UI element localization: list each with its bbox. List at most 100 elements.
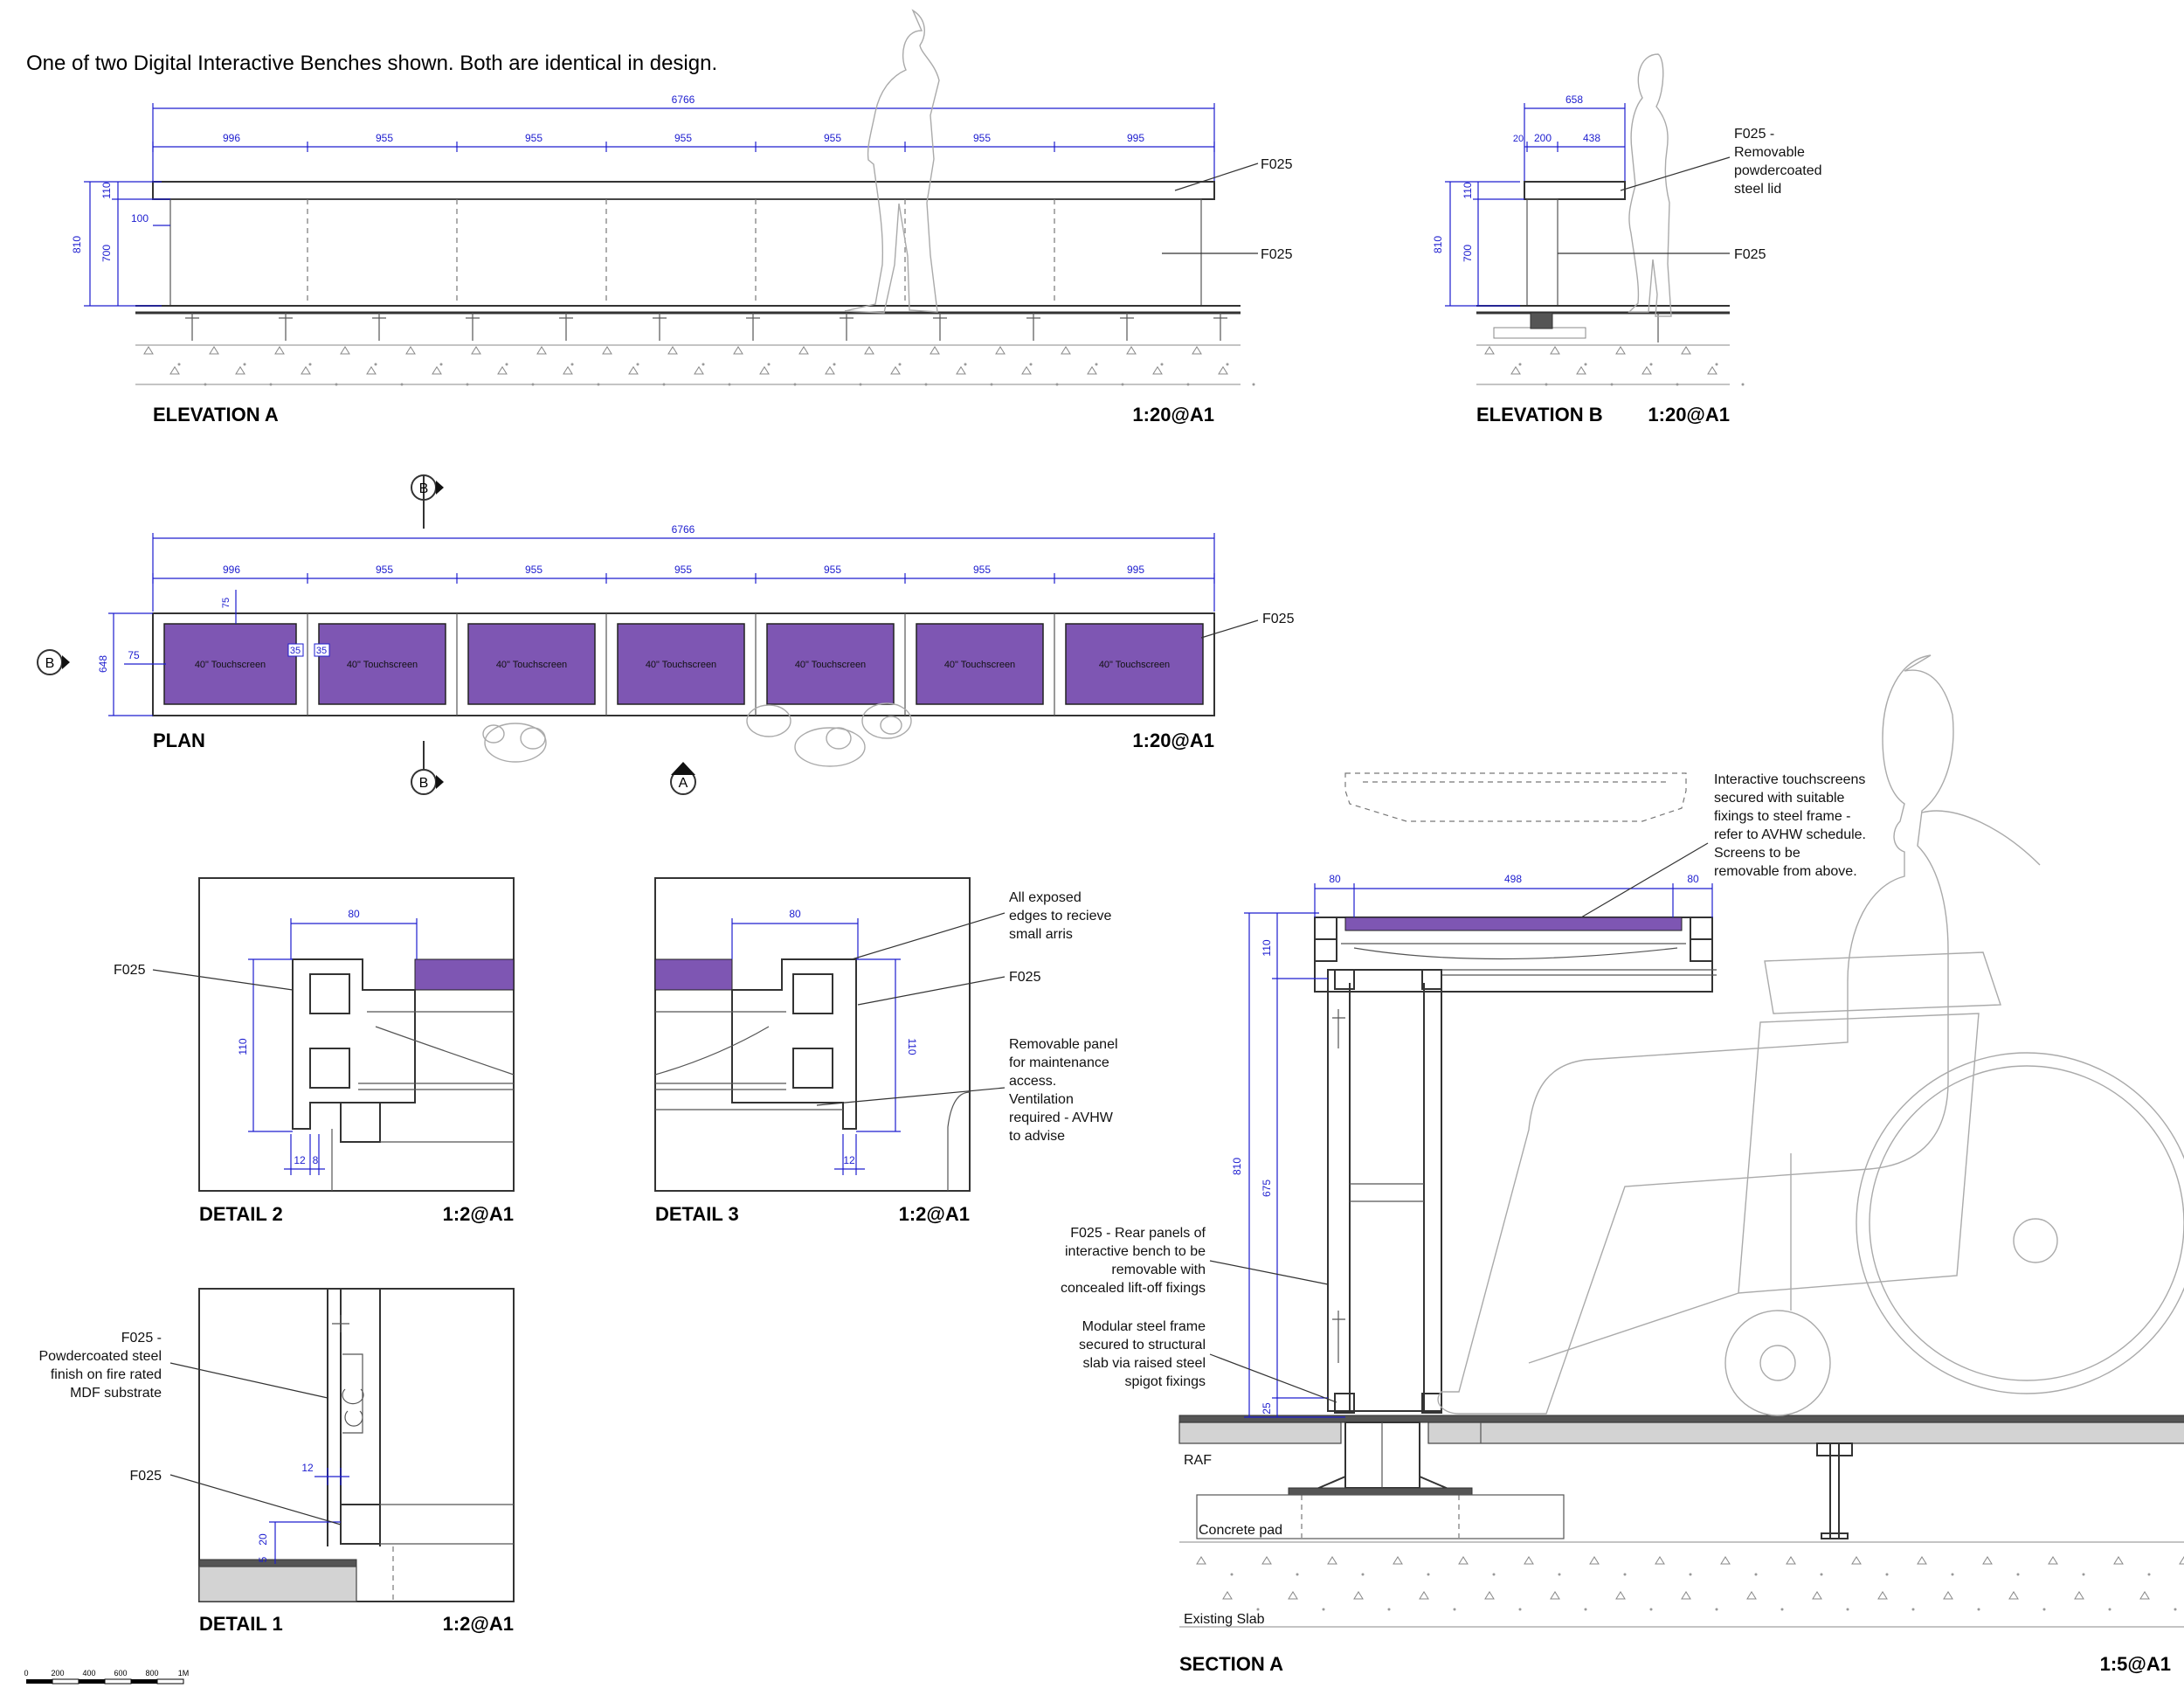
elev-b-overall: 658: [1565, 93, 1583, 106]
gravel-mark: [628, 366, 639, 375]
section-a-frame-3: slab via raised steel: [1082, 1356, 1206, 1371]
gravel-mark: [2074, 1591, 2084, 1600]
section-a-height-base: 25: [1261, 1402, 1273, 1415]
plan-depth: 648: [97, 655, 109, 673]
gravel-dot: [1518, 1608, 1522, 1611]
detail-1-title: DETAIL 1: [199, 1613, 283, 1635]
gravel-dot: [2108, 1608, 2111, 1611]
section-a: 80 498 80 810 110 675 25 Interactive tou…: [1061, 654, 2184, 1675]
gravel-mark: [667, 346, 678, 355]
section-a-frame-4: spigot fixings: [1125, 1374, 1206, 1389]
gravel-dot: [1230, 1573, 1234, 1576]
detail-1-scale: 1:2@A1: [443, 1613, 514, 1635]
gravel-dot: [204, 383, 207, 386]
touchscreen-label-7: 40" Touchscreen: [1099, 660, 1170, 670]
gravel-mark: [1812, 1591, 1822, 1600]
touchscreen-label-1: 40" Touchscreen: [195, 660, 266, 670]
touchscreen-label-5: 40" Touchscreen: [795, 660, 866, 670]
plan-seg-1: 996: [223, 564, 240, 576]
gravel-mark: [2008, 1591, 2019, 1600]
detail-1-d-a: 12: [301, 1462, 314, 1474]
gravel-mark: [1192, 346, 1202, 355]
detail-3-panel-3: access.: [1009, 1074, 1056, 1089]
svg-text:B: B: [419, 481, 429, 496]
gravel-dot: [466, 383, 469, 386]
gravel-mark: [1484, 1591, 1495, 1600]
svg-text:B: B: [419, 776, 429, 791]
section-marker-b-left: B: [37, 649, 70, 675]
gravel-mark: [1877, 1591, 1888, 1600]
gravel-mark: [536, 346, 547, 355]
gravel-mark: [602, 346, 612, 355]
gravel-mark: [890, 366, 901, 375]
gravel-dot: [1649, 363, 1653, 366]
scale-bar-200: 200: [51, 1669, 64, 1678]
elevation-a: 6766 996 955 955 955 955 955 995 810 110…: [71, 9, 1293, 425]
gravel-mark: [301, 366, 311, 375]
touchscreen-label-3: 40" Touchscreen: [496, 660, 567, 670]
gravel-mark: [563, 366, 573, 375]
plan-people-figures: [482, 702, 912, 767]
svg-text:B: B: [45, 656, 55, 671]
scale-bar-800: 800: [145, 1669, 158, 1678]
gravel-dot: [2082, 1573, 2085, 1576]
section-a-slab-label: Existing Slab: [1184, 1612, 1265, 1627]
plan-overall-dim: 6766: [672, 523, 695, 536]
section-marker-b-bottom: B: [411, 741, 444, 795]
detail-1-tag: F025: [130, 1469, 162, 1484]
gravel-dot: [1846, 1608, 1849, 1611]
plan-seg-4: 955: [674, 564, 692, 576]
gravel-mark: [405, 346, 416, 355]
gravel-dot: [400, 383, 404, 386]
gravel-dot: [728, 383, 731, 386]
detail-3-height: 110: [906, 1038, 918, 1055]
gravel-dot: [1252, 383, 1255, 386]
gravel-mark: [274, 346, 285, 355]
gravel-dot: [833, 363, 836, 366]
plan-top-edge: 75: [221, 598, 232, 608]
section-a-height-lid: 110: [1261, 939, 1273, 956]
detail-3-tag: F025: [1009, 970, 1041, 985]
scale-bar-600: 600: [114, 1669, 127, 1678]
detail-2: 80 110 12 8 F025 DETAIL 2 1:2@A1: [114, 877, 515, 1225]
detail-2-tag: F025: [114, 963, 146, 978]
gravel-mark: [366, 366, 377, 375]
gravel-dot: [439, 363, 443, 366]
scale-bar-400: 400: [82, 1669, 95, 1678]
detail-1-d-c: 5: [257, 1556, 269, 1562]
plan: B B B A 6766 996 955 955 955 955 955 995: [37, 474, 1295, 795]
touchscreen-label-2: 40" Touchscreen: [347, 660, 418, 670]
elev-a-seg-7: 995: [1127, 132, 1144, 144]
gravel-mark: [1458, 1556, 1469, 1565]
elev-b-lid-note-2: Removable: [1734, 145, 1805, 160]
section-a-rear-1: F025 - Rear panels of: [1070, 1226, 1206, 1241]
detail-3-edges-2: edges to recieve: [1009, 909, 1112, 924]
gravel-mark: [1353, 1591, 1364, 1600]
gravel-mark: [1061, 346, 1071, 355]
section-a-height-total: 810: [1231, 1158, 1243, 1175]
gravel-dot: [1427, 1573, 1430, 1576]
gravel-mark: [1288, 1591, 1298, 1600]
gravel-mark: [1196, 1556, 1206, 1565]
gravel-dot: [597, 383, 600, 386]
gravel-dot: [2042, 1608, 2046, 1611]
section-a-raf-label: RAF: [1184, 1453, 1212, 1468]
elev-a-scale: 1:20@A1: [1132, 404, 1214, 425]
gravel-mark: [1982, 1556, 1993, 1565]
gravel-mark: [1576, 366, 1586, 375]
gravel-mark: [1021, 366, 1032, 375]
plan-seg-6: 955: [973, 564, 991, 576]
section-a-scale: 1:5@A1: [2100, 1653, 2171, 1675]
gravel-mark: [1484, 346, 1495, 355]
gravel-dot: [1361, 1573, 1365, 1576]
detail-1-note-4: MDF substrate: [70, 1386, 162, 1401]
gravel-dot: [1623, 1573, 1627, 1576]
gravel-mark: [2179, 1556, 2184, 1565]
gravel-dot: [1095, 363, 1098, 366]
gravel-mark: [1087, 366, 1097, 375]
gravel-dot: [1610, 383, 1614, 386]
detail-3-title: DETAIL 3: [655, 1203, 739, 1225]
detail-1-d-b: 20: [257, 1533, 269, 1546]
gravel-mark: [1152, 366, 1163, 375]
elev-a-seg-3: 955: [525, 132, 543, 144]
